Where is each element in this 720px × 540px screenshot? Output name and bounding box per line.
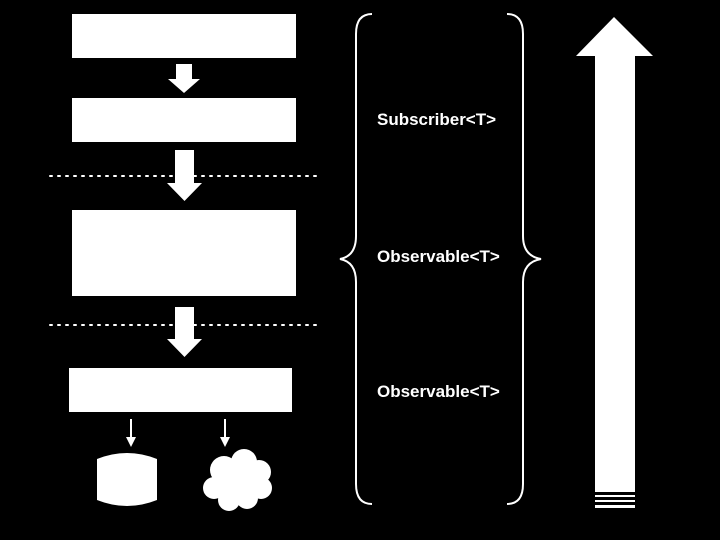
database-cylinder-icon <box>97 453 157 506</box>
curly-brace-icon <box>339 13 373 505</box>
down-arrow-icon <box>167 307 202 357</box>
layer-box-4 <box>69 368 292 412</box>
label-observable-middle: Observable<T> <box>377 247 500 266</box>
down-arrow-icon <box>126 419 136 447</box>
down-arrow-icon <box>220 419 230 447</box>
down-arrow-icon <box>168 64 200 93</box>
down-arrow-icon <box>167 150 202 201</box>
cloud-icon <box>203 449 272 511</box>
label-observable-bottom: Observable<T> <box>377 382 500 401</box>
up-arrow-icon <box>576 17 653 508</box>
layer-box-2 <box>72 98 296 142</box>
layer-box-3 <box>72 210 296 296</box>
curly-brace-icon <box>506 13 542 505</box>
layer-box-1 <box>72 14 296 58</box>
label-subscriber: Subscriber<T> <box>377 110 496 129</box>
